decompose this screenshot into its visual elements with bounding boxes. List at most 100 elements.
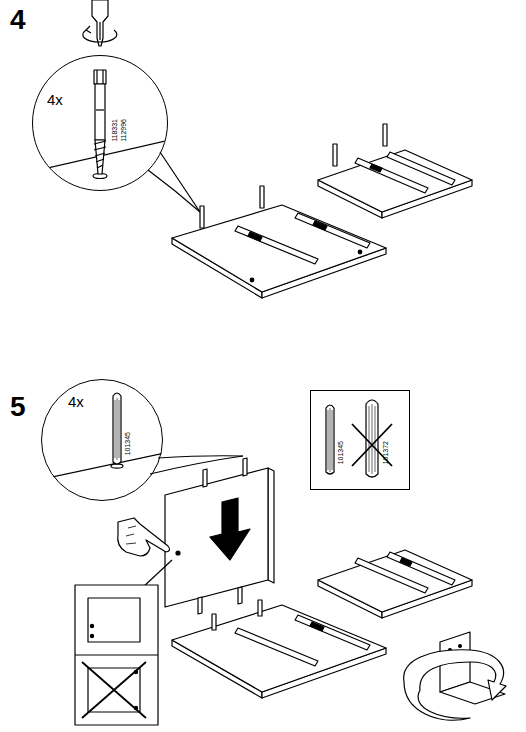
flip-arrow [404,650,506,720]
screw-detail [94,70,106,174]
rotation-arrow [83,26,117,42]
drawer-runner [235,628,318,666]
dowel-wrong [366,400,378,477]
orientation-box [75,654,158,655]
part-number: 101372 [382,441,389,464]
dowel [212,600,262,630]
drawer-runner [313,221,327,230]
detail-board-edge [38,452,170,480]
board-panel [172,205,386,298]
drawer-runner [355,152,455,193]
screw-detail [94,70,106,84]
drawer-runner [235,615,370,666]
screw-detail [95,140,105,174]
drawer-runner [295,213,370,248]
screw [200,186,264,228]
leader-line [142,560,172,588]
callout-tail [148,170,200,212]
screwdriver [99,22,100,40]
detail-callout-circle: 4x 101345 [41,379,163,501]
dowel [243,458,247,476]
detail-board-edge [38,452,170,480]
orientation-box [82,662,146,718]
direction-arrow [210,498,250,560]
step-number: 5 [10,393,26,421]
callout-tail [148,152,200,212]
screwdriver [92,0,108,46]
screw-detail [96,109,104,110]
screw-detail [94,141,106,168]
drawer-runner [400,558,412,566]
drawer-runner [387,152,455,185]
dowel [203,469,207,487]
drawer-runner [355,552,455,593]
detail-board-edge [30,140,170,179]
screw [333,144,337,166]
part-number: 101345 [124,432,131,455]
dowel [212,614,216,630]
drawer-runner [248,232,262,241]
drawer-runner [370,164,382,172]
orientation-box [90,624,93,627]
direction-arrow [210,498,250,560]
leader-line [142,560,172,588]
side-panel [165,468,268,607]
comparison-box: 101345 101372 [310,390,410,490]
side-panel [165,468,274,607]
board-panel [318,550,472,612]
drawer-runner [387,552,455,585]
orientation-box [88,598,140,642]
dowel-wrong [352,424,392,466]
screw [333,124,387,166]
hand [126,526,136,544]
screw-detail [102,70,103,84]
dowel-correct [326,405,334,474]
dowel [238,587,242,604]
screwdriver [92,0,108,46]
board-panel [172,205,386,292]
board-panel [318,150,472,218]
hand [118,518,170,556]
quantity-label: 4x [47,92,63,107]
dowel-detail [113,393,121,464]
callout-tail [160,152,200,212]
board-panel [172,605,386,698]
drawer-runner [235,213,370,264]
hand [118,518,170,556]
side-panel [268,468,274,583]
screw-detail [95,84,105,140]
orientation-box [75,585,158,725]
screw [260,186,264,208]
part-number: 101345 [337,441,344,464]
board-panel [250,278,254,282]
callout-tail [150,456,243,474]
orientation-box [75,585,158,725]
screw [200,206,204,228]
part-number: 112996 [120,119,127,142]
drawer-runner [295,615,370,650]
flip-arrow [404,650,506,720]
assembly-illustration [30,0,506,725]
rotation-arrow [86,26,91,33]
dowel [198,597,202,614]
step-number: 4 [10,6,26,34]
dowel-wrong [369,404,375,474]
quantity-label: 4x [68,394,84,409]
dowel-correct [326,405,334,474]
dowel-wrong [352,400,392,477]
side-panel [176,551,180,555]
dowel-detail [113,393,121,464]
callout-tail [150,456,243,474]
screw [383,124,387,146]
screw-detail [96,70,97,84]
drawer-runner [235,226,318,264]
detail-callout-circle: 4x 118331112996 [32,55,168,191]
part-number: 118331 [111,119,118,142]
callout-tail [158,456,243,458]
board-panel [358,250,362,254]
flip-board [459,645,462,648]
drawer-runner [310,622,324,631]
board-panel [318,550,472,618]
dowel-correct [328,408,332,472]
